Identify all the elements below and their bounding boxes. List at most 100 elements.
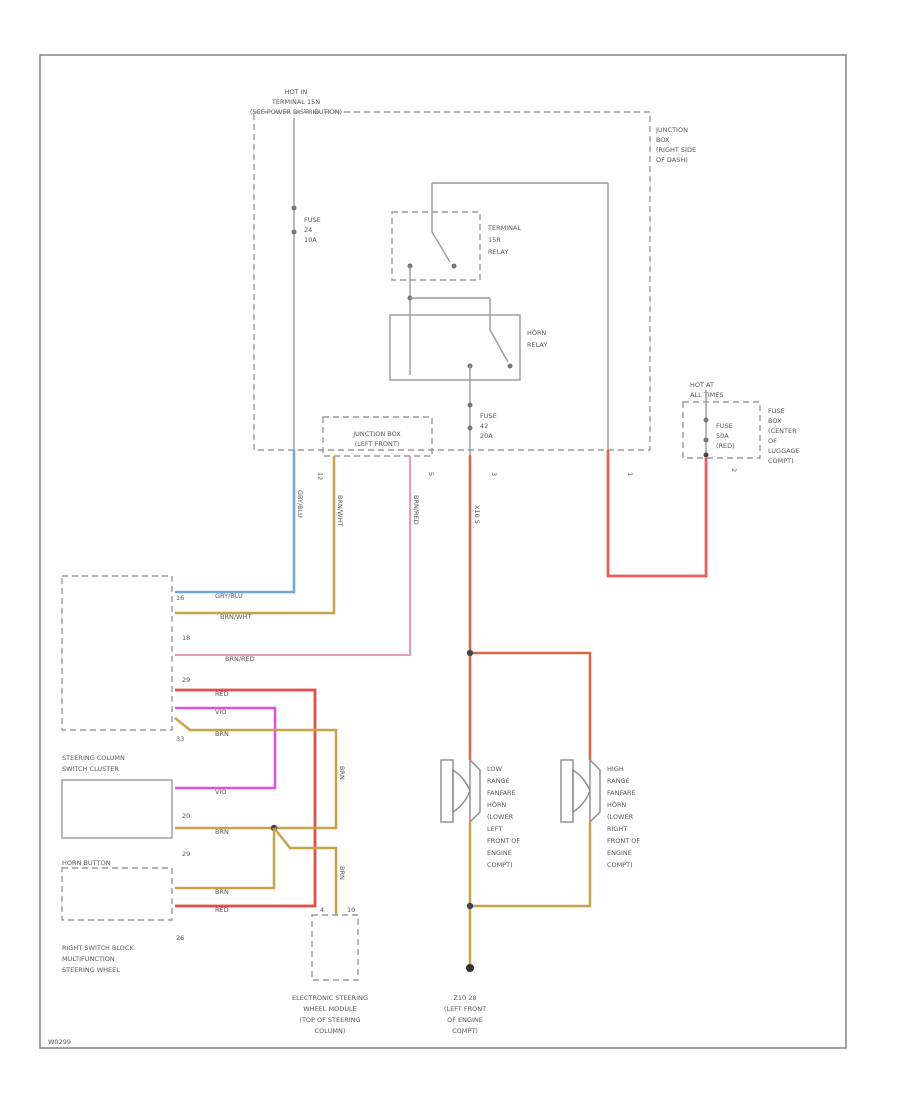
horn-button [61,779,173,839]
svg-text:RELAY: RELAY [488,248,508,256]
svg-text:ALL TIMES: ALL TIMES [690,391,723,399]
junction-box-connector [322,416,433,457]
ground-point [466,964,474,972]
svg-text:(LEFT FRONT): (LEFT FRONT) [355,440,400,448]
wire-label: BRN/WHT [336,495,344,526]
svg-text:COLUMN): COLUMN) [315,1027,346,1035]
svg-text:FANFARE: FANFARE [487,789,516,797]
svg-text:(LOWER: (LOWER [607,813,634,821]
pin-label: 33 [176,735,184,743]
svg-text:STEERING WHEEL: STEERING WHEEL [62,966,120,974]
fuse-50a-label: FUSE 50A (RED) [716,422,735,450]
wire-red-wht [470,651,592,760]
pin-label: 29 [182,676,190,684]
svg-text:RANGE: RANGE [607,777,630,785]
svg-text:(LOWER: (LOWER [487,813,514,821]
svg-text:FUSE: FUSE [716,422,733,430]
svg-text:LUGGAGE: LUGGAGE [768,447,800,455]
pin-label: 5 [427,472,435,476]
wire-label: GRY/BLU [215,592,243,600]
terminal-15r-relay [391,211,481,281]
wire-label: BRN/RED [412,495,420,525]
svg-text:HOT AT: HOT AT [690,381,714,389]
fuse-50a-terminal [703,452,709,458]
wire-label: VIO [215,708,226,716]
svg-text:LEFT: LEFT [487,825,502,833]
svg-text:FRONT OF: FRONT OF [487,837,520,845]
svg-text:HORN: HORN [527,329,547,337]
horn-button-label: HORN BUTTON [62,859,111,867]
wire-brn-ground [470,822,592,908]
svg-text:JUNCTION: JUNCTION [655,126,688,134]
wire-label: BRN [338,766,346,780]
high-range-horn-icon [560,758,601,824]
luggage-fuse-box [682,401,761,459]
splice-point [466,649,474,657]
svg-text:WHEEL MODULE: WHEEL MODULE [303,1005,356,1013]
svg-text:RELAY: RELAY [527,341,547,349]
svg-text:SWITCH CLUSTER: SWITCH CLUSTER [62,765,119,773]
svg-text:JUNCTION BOX: JUNCTION BOX [352,430,401,438]
svg-text:FRONT OF: FRONT OF [607,837,640,845]
svg-text:FUSE: FUSE [304,216,321,224]
electronic-steering-wheel-module [311,914,359,981]
svg-text:STEERING COLUMN: STEERING COLUMN [62,754,125,762]
wire-label: BRN [215,888,229,896]
svg-text:OF DASH): OF DASH) [656,156,688,164]
horn-relay-switch [489,329,509,363]
horn-relay-contact [507,363,513,369]
horn-relay [389,314,521,381]
junction-box-outline [253,111,651,451]
pin-label: 16 [176,594,184,602]
diagram-border [39,54,847,1049]
wire-red [606,450,708,578]
svg-text:MULTIFUNCTION: MULTIFUNCTION [62,955,115,963]
fuse-42-terminal [467,425,473,431]
wire-label: BRN [215,730,229,738]
fuse-42-terminal [467,402,473,408]
wire-red [175,688,317,908]
wire-brn [174,717,338,830]
pin-label: 4 [320,906,324,914]
svg-text:BOX: BOX [656,136,670,144]
high-range-horn-label: HIGH RANGE FANFARE HORN (LOWER RIGHT FRO… [607,765,640,869]
electronic-steering-wheel-module-label: ELECTRONIC STEERING WHEEL MODULE (TOP OF… [292,994,368,1035]
svg-text:LOW: LOW [487,765,503,773]
pin-label: 20 [182,812,190,820]
fuse-24-terminal [291,229,297,235]
low-range-horn-label: LOW RANGE FANFARE HORN (LOWER LEFT FRONT… [487,765,520,869]
svg-text:15R: 15R [488,236,501,244]
luggage-fuse-box-label: FUSE BOX (CENTER OF LUGGAGE COMPT) [768,407,800,465]
svg-text:OF: OF [768,437,777,445]
svg-text:10A: 10A [304,236,317,244]
svg-text:FUSE: FUSE [480,412,497,420]
svg-text:ELECTRONIC STEERING: ELECTRONIC STEERING [292,994,368,1002]
wire-brn [175,828,276,890]
svg-text:(CENTER: (CENTER [768,427,797,435]
wire-label: RED [215,690,229,698]
svg-text:Z10 28: Z10 28 [453,994,476,1002]
svg-text:BOX: BOX [768,417,782,425]
fuse-50a-terminal [703,437,709,443]
steering-column-switch-cluster [61,575,173,731]
fuse-42-label: FUSE 42 20A [480,412,497,440]
svg-text:FANFARE: FANFARE [607,789,636,797]
svg-text:50A: 50A [716,432,729,440]
svg-text:42: 42 [480,422,488,430]
fuse-50a-terminal [703,417,709,423]
svg-text:24: 24 [304,226,312,234]
svg-text:TERMINAL 15N: TERMINAL 15N [271,98,320,106]
wire-label: X10 5 [473,505,481,524]
pin-label: 10 [347,906,355,914]
svg-text:20A: 20A [480,432,493,440]
svg-text:(TOP OF STEERING: (TOP OF STEERING [299,1016,360,1024]
svg-text:(RED): (RED) [716,442,735,450]
terminal-15r-relay-label: TERMINAL 15R RELAY [487,224,521,256]
pin-label: 18 [182,634,190,642]
steering-column-label: STEERING COLUMN SWITCH CLUSTER [62,754,125,773]
svg-text:TERMINAL: TERMINAL [487,224,521,232]
wire-brn [273,827,338,915]
svg-text:RIGHT: RIGHT [607,825,627,833]
svg-text:COMPT): COMPT) [607,861,633,869]
wire-gry-blu [175,450,296,594]
